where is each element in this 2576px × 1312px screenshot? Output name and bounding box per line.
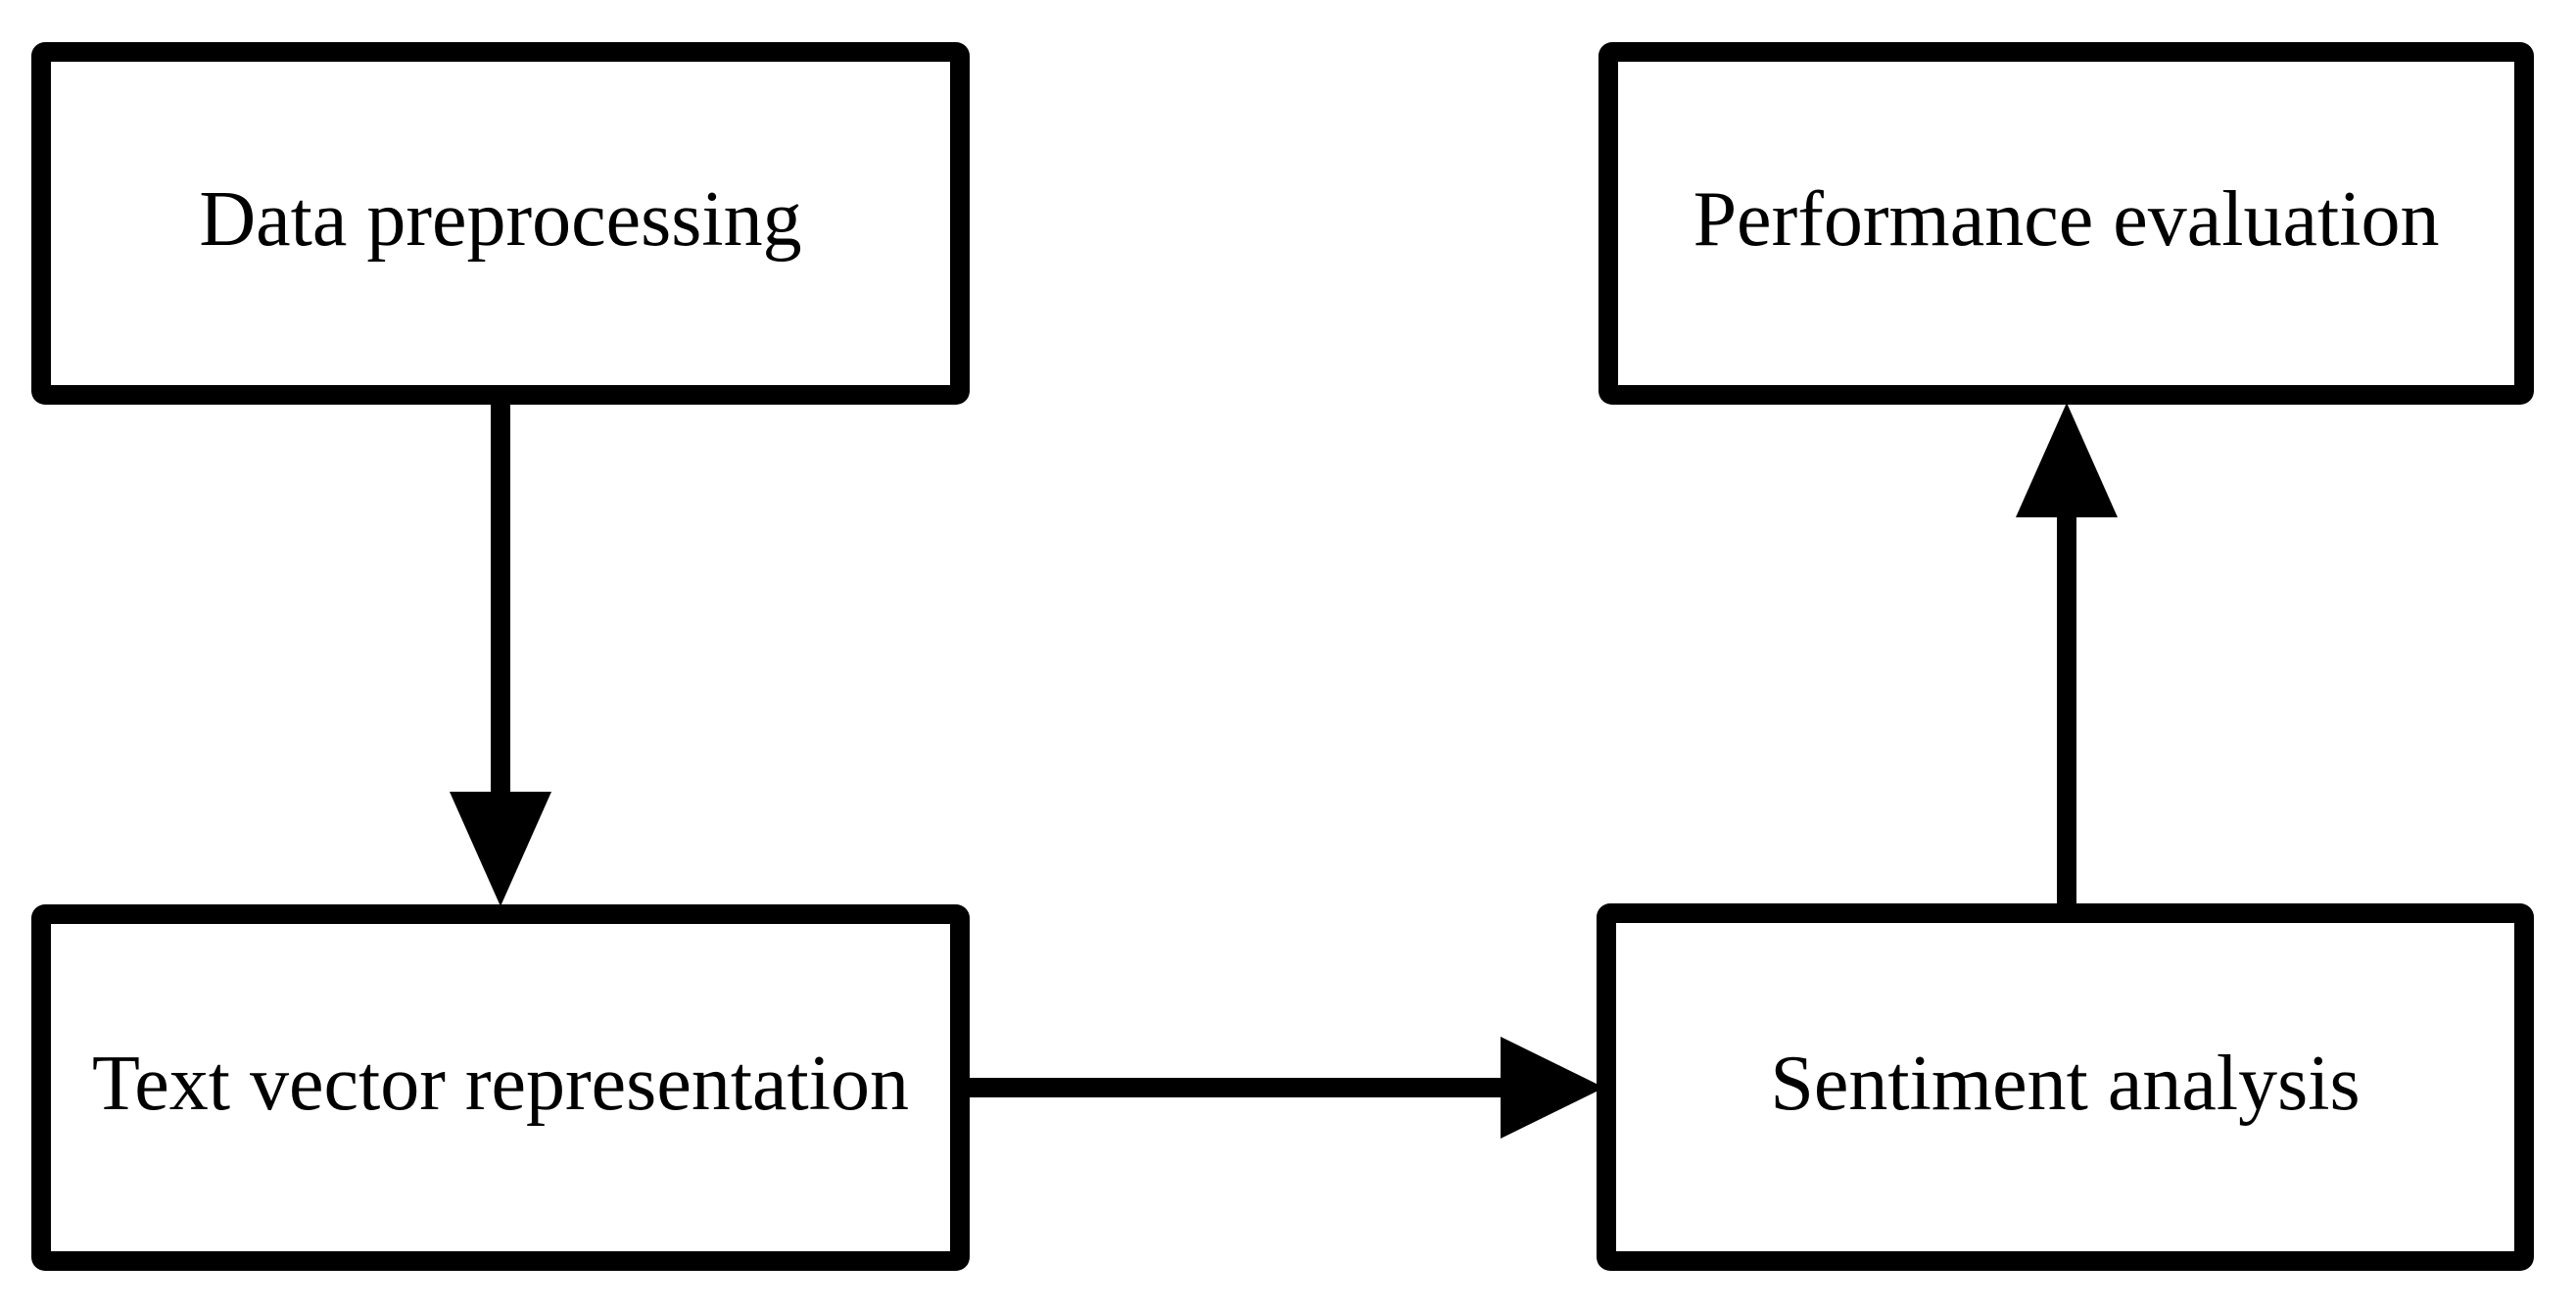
edge-preprocessing-to-vector [450, 397, 551, 906]
node-sentiment-analysis: Sentiment analysis [1597, 903, 2534, 1271]
node-data-preprocessing-label: Data preprocessing [199, 176, 802, 263]
edge-vector-to-sentiment [962, 1037, 1604, 1139]
node-sentiment-analysis-label: Sentiment analysis [1770, 1040, 2361, 1127]
arrow-right-icon [1501, 1037, 1604, 1139]
edge-sentiment-to-evaluation [2016, 403, 2118, 911]
node-performance-evaluation-label: Performance evaluation [1693, 176, 2440, 263]
node-text-vector-representation-label: Text vector representation [91, 1041, 910, 1127]
node-data-preprocessing: Data preprocessing [31, 42, 970, 405]
arrow-up-icon [2016, 403, 2118, 517]
node-performance-evaluation: Performance evaluation [1598, 42, 2534, 405]
node-text-vector-representation: Text vector representation [31, 904, 970, 1271]
arrow-down-icon [450, 792, 551, 906]
